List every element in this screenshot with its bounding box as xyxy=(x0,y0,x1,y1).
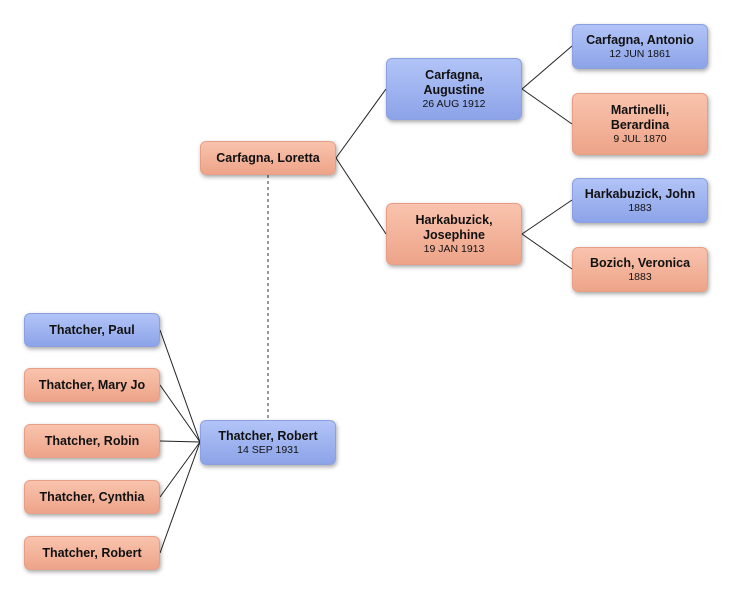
person-name: Bozich, Veronica xyxy=(589,255,691,270)
person-card-martinelli-berardina[interactable]: Martinelli, Berardina 9 JUL 1870 xyxy=(572,93,708,155)
connector-josephine-john xyxy=(521,199,573,235)
person-name: Carfagna, Antonio xyxy=(586,32,694,47)
person-date: 26 AUG 1912 xyxy=(422,97,486,110)
connector-robert-child-1 xyxy=(159,329,201,443)
person-date: 1883 xyxy=(628,201,652,214)
person-card-carfagna-loretta[interactable]: Carfagna, Loretta xyxy=(200,141,336,175)
person-card-carfagna-antonio[interactable]: Carfagna, Antonio 12 JUN 1861 xyxy=(572,24,708,69)
connector-loretta-augustine xyxy=(335,88,387,159)
person-card-harkabuzick-john[interactable]: Harkabuzick, John 1883 xyxy=(572,178,708,223)
child-card-thatcher-mary-jo[interactable]: Thatcher, Mary Jo xyxy=(24,368,160,402)
person-name: Thatcher, Mary Jo xyxy=(38,377,146,392)
child-card-thatcher-robert[interactable]: Thatcher, Robert xyxy=(24,536,160,570)
person-name: Carfagna, Augustine xyxy=(423,67,485,97)
person-date: 9 JUL 1870 xyxy=(613,132,667,145)
connector-josephine-veronica xyxy=(521,233,573,270)
connector-robert-child-3 xyxy=(159,440,201,443)
child-card-thatcher-robin[interactable]: Thatcher, Robin xyxy=(24,424,160,458)
person-card-carfagna-augustine[interactable]: Carfagna, Augustine 26 AUG 1912 xyxy=(386,58,522,120)
person-name: Thatcher, Paul xyxy=(49,322,135,337)
person-name: Martinelli, Berardina xyxy=(610,102,670,132)
child-card-thatcher-cynthia[interactable]: Thatcher, Cynthia xyxy=(24,480,160,514)
person-date: 19 JAN 1913 xyxy=(423,242,485,255)
person-date: 12 JUN 1861 xyxy=(609,47,671,60)
connector-augustine-berardina xyxy=(521,88,573,125)
person-card-harkabuzick-josephine[interactable]: Harkabuzick, Josephine 19 JAN 1913 xyxy=(386,203,522,265)
connector-robert-child-2 xyxy=(159,384,201,443)
person-card-thatcher-robert[interactable]: Thatcher, Robert 14 SEP 1931 xyxy=(200,420,336,465)
person-name: Harkabuzick, Josephine xyxy=(415,212,493,242)
person-name: Thatcher, Robert xyxy=(42,545,142,560)
connector-loretta-josephine xyxy=(335,157,387,235)
connector-robert-child-4 xyxy=(159,441,201,498)
person-name: Thatcher, Cynthia xyxy=(39,489,145,504)
person-name: Carfagna, Loretta xyxy=(216,150,320,165)
connector-robert-child-5 xyxy=(159,441,201,554)
person-date: 1883 xyxy=(628,270,652,283)
person-name: Thatcher, Robert xyxy=(218,428,318,443)
person-date: 14 SEP 1931 xyxy=(237,443,299,456)
person-name: Thatcher, Robin xyxy=(44,433,140,448)
child-card-thatcher-paul[interactable]: Thatcher, Paul xyxy=(24,313,160,347)
connector-augustine-antonio xyxy=(521,45,573,90)
person-name: Harkabuzick, John xyxy=(584,186,696,201)
person-card-bozich-veronica[interactable]: Bozich, Veronica 1883 xyxy=(572,247,708,292)
